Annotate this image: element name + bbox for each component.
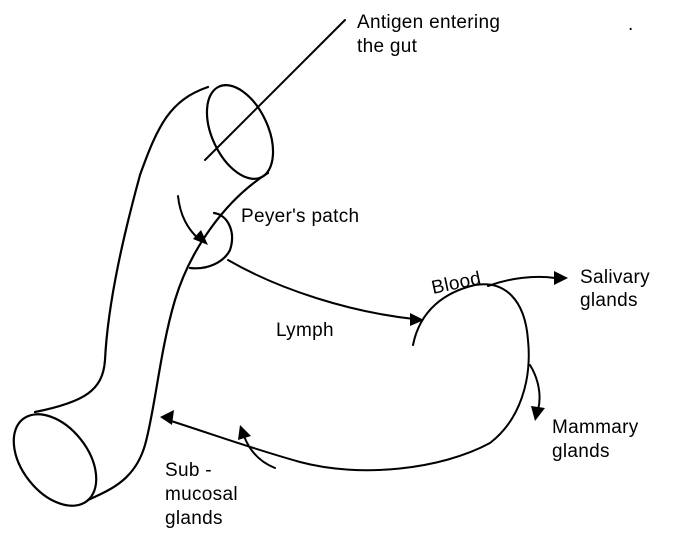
- gut-lower-opening: [0, 399, 113, 522]
- submucosal-label-line2: mucosal: [165, 484, 238, 505]
- mammary-path: [530, 365, 540, 410]
- mammary-arrowhead: [531, 406, 545, 421]
- salivary-label-line2: glands: [580, 290, 638, 311]
- antigen-to-patch-arrow: [178, 196, 200, 240]
- return-path: [244, 436, 275, 468]
- mammary-label-line1: Mammary: [552, 417, 639, 438]
- salivary-path: [488, 277, 555, 286]
- gut-tube: [0, 75, 287, 521]
- antigen-entry-line: [205, 20, 345, 160]
- salivary-arrowhead: [554, 271, 568, 285]
- submucosal-label-line1: Sub -: [165, 460, 212, 481]
- gut-outer-wall: [35, 87, 208, 412]
- blood-to-submucosal-arrowhead: [160, 410, 174, 425]
- peyers-patch-shape: [190, 213, 232, 268]
- salivary-label-line1: Salivary: [580, 267, 650, 288]
- antigen-label-line2: the gut: [357, 36, 418, 57]
- peyers-patch-label: Peyer's patch: [241, 206, 359, 227]
- submucosal-label-line3: glands: [165, 508, 223, 529]
- mammary-label-line2: glands: [552, 441, 610, 462]
- corner-dot: .: [628, 14, 634, 35]
- blood-path: [168, 284, 529, 470]
- lymph-path: [228, 260, 414, 319]
- lymph-label: Lymph: [276, 320, 334, 341]
- return-arrowhead: [238, 425, 251, 440]
- blood-label: Blood: [430, 268, 483, 299]
- antigen-label-line1: Antigen entering: [357, 12, 500, 33]
